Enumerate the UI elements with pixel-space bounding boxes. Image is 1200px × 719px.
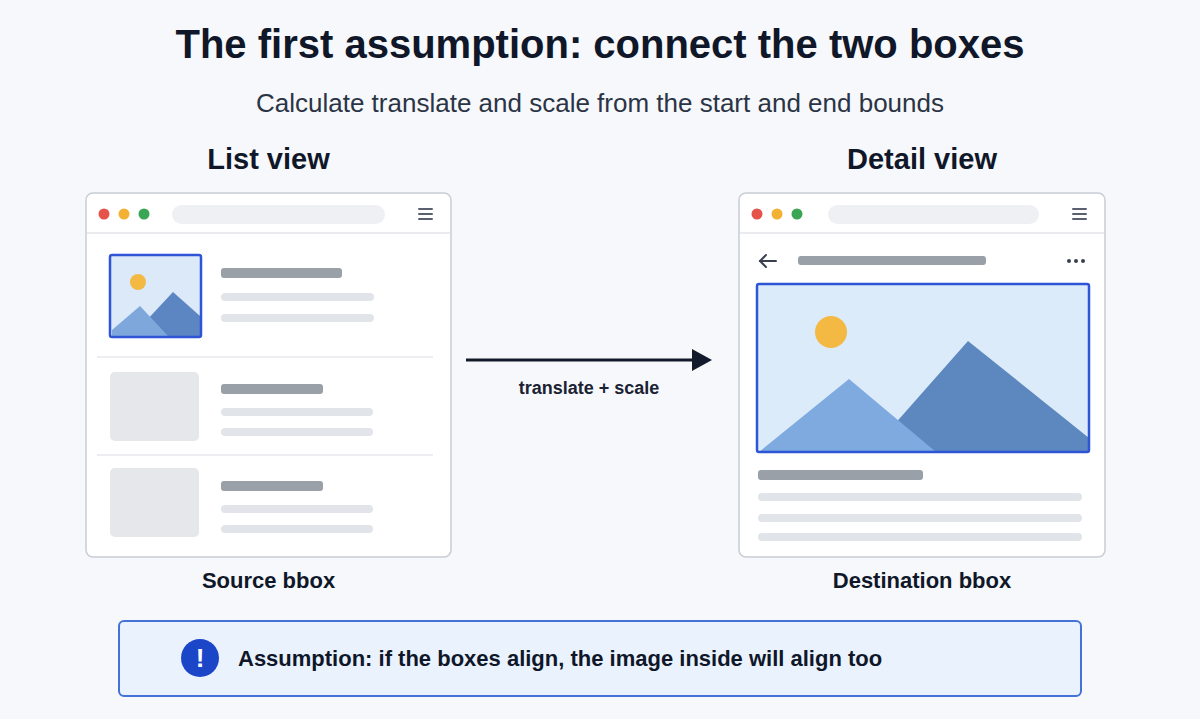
destination-window: Detail viewDestination bbox bbox=[739, 193, 1105, 557]
list-window bbox=[86, 193, 451, 557]
edge-label: translate + scale bbox=[519, 378, 660, 399]
transition-arrow bbox=[466, 349, 712, 371]
diagram-title: The first assumption: connect the two bo… bbox=[0, 22, 1200, 67]
source-window: List viewSource bbox bbox=[86, 193, 451, 557]
bbox-caption: Destination bbox bbox=[699, 568, 1145, 594]
detail-window bbox=[739, 193, 1105, 557]
arrow-line bbox=[466, 359, 696, 362]
warning-icon: ! bbox=[181, 639, 219, 677]
assumption-text: Assumption: if the boxes align, the imag… bbox=[238, 622, 882, 695]
view-heading: Detail view bbox=[699, 143, 1145, 176]
bbox-caption: Source bbox bbox=[46, 568, 491, 594]
subtitle-text: Calculate translate and scale from the s… bbox=[0, 88, 1200, 119]
arrow-head bbox=[692, 349, 712, 371]
view-heading: List view bbox=[46, 143, 491, 176]
assumption-callout: ! Assumption: if the boxes align, the ima… bbox=[118, 620, 1082, 697]
